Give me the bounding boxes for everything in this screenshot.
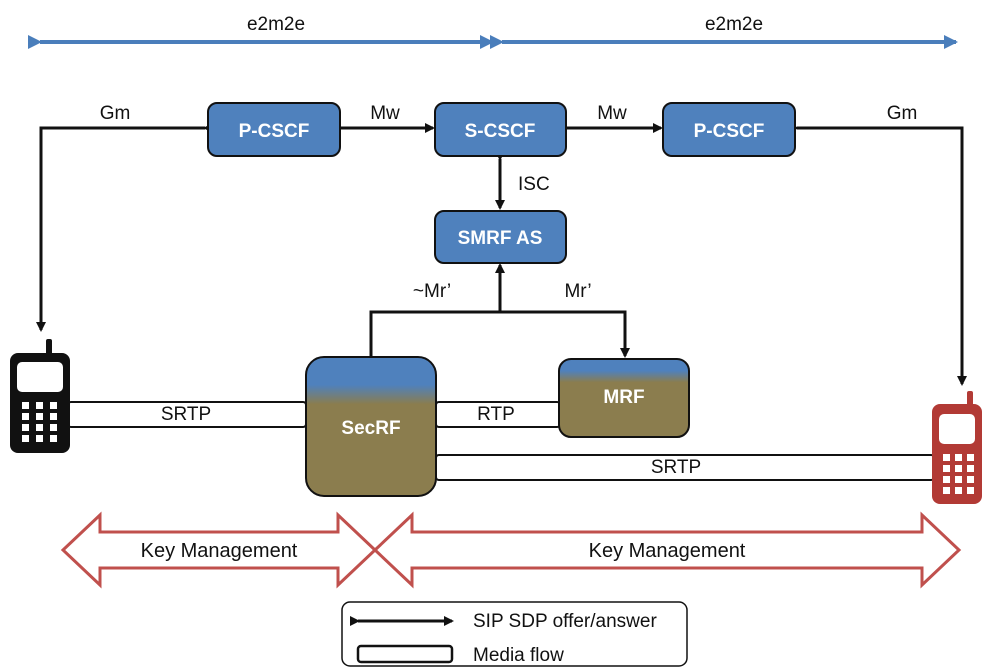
pcscf-right-node: P-CSCF xyxy=(662,102,796,157)
isc-link: ISC xyxy=(495,151,550,210)
mw-left-label: Mw xyxy=(370,103,400,124)
legend-media-label: Media flow xyxy=(473,645,564,666)
smrf-as-node: SMRF AS xyxy=(434,210,567,264)
srtp-left-label: SRTP xyxy=(161,404,211,425)
gm-left-label: Gm xyxy=(100,103,131,124)
legend-media-bar xyxy=(356,644,454,664)
media-flow-srtp-left: SRTP xyxy=(67,401,307,428)
secrf-node: SecRF xyxy=(305,356,437,497)
pcscf-left-node: P-CSCF xyxy=(207,102,341,157)
e2m2e-left-label: e2m2e xyxy=(247,14,305,35)
gm-right-link: Gm xyxy=(789,103,967,386)
e2m2e-right-label: e2m2e xyxy=(705,14,763,35)
rtp-label: RTP xyxy=(477,404,515,425)
key-management-right-label: Key Management xyxy=(589,540,746,562)
srtp-right-label: SRTP xyxy=(651,457,701,478)
mrf-node: MRF xyxy=(558,358,690,438)
pcscf-left-label: P-CSCF xyxy=(239,121,310,142)
scscf-node: S-CSCF xyxy=(434,102,567,157)
key-management-right-arrow: Key Management xyxy=(372,511,962,589)
gm-right-label: Gm xyxy=(887,103,918,124)
mr-links: ~Mr’ Mr’ xyxy=(366,263,630,364)
key-management-left-arrow: Key Management xyxy=(60,511,378,589)
smrf-as-label: SMRF AS xyxy=(458,228,543,249)
key-management-left-label: Key Management xyxy=(141,540,298,562)
pcscf-right-label: P-CSCF xyxy=(694,121,765,142)
isc-label: ISC xyxy=(518,174,550,195)
mw-right-link: Mw xyxy=(559,103,663,133)
mw-left-link: Mw xyxy=(333,103,435,133)
e2m2e-span-right: e2m2e xyxy=(490,14,958,49)
secrf-label: SecRF xyxy=(341,418,400,439)
right-phone-icon xyxy=(932,391,982,504)
legend: SIP SDP offer/answer Media flow xyxy=(341,601,688,667)
mw-right-label: Mw xyxy=(597,103,627,124)
left-phone-icon xyxy=(10,339,70,453)
media-flow-srtp-right: SRTP xyxy=(435,454,935,481)
mrf-label: MRF xyxy=(603,387,644,408)
legend-sip-label: SIP SDP offer/answer xyxy=(473,611,657,632)
e2m2e-span-left: e2m2e xyxy=(28,14,494,49)
mr-tilde-label: ~Mr’ xyxy=(413,281,451,302)
mr-label: Mr’ xyxy=(564,281,591,302)
scscf-label: S-CSCF xyxy=(465,121,536,142)
gm-left-link: Gm xyxy=(36,103,213,332)
media-flow-rtp: RTP xyxy=(435,401,561,428)
